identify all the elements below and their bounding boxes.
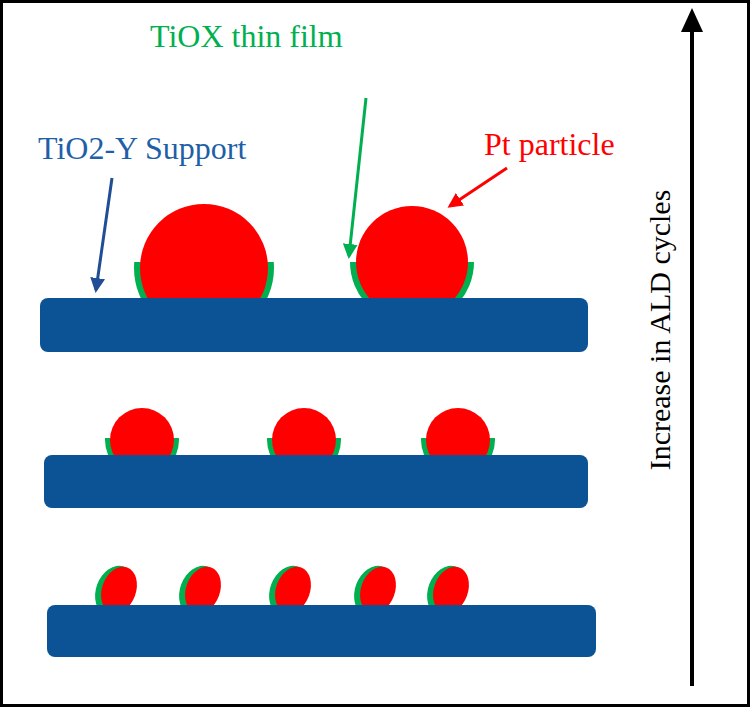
leader-arrow <box>349 98 366 256</box>
arrow-head <box>681 8 703 32</box>
support-label: TiO2-Y Support <box>38 132 246 164</box>
leader-arrow <box>450 168 507 206</box>
film-label: TiOX thin film <box>150 20 343 52</box>
leader-arrow <box>96 178 112 290</box>
tiox-film <box>350 262 474 302</box>
support-bar <box>44 455 588 508</box>
cycle-arrow <box>690 28 694 686</box>
axis-label: Increase in ALD cycles <box>645 190 675 471</box>
support-bar <box>40 298 588 352</box>
particle-label: Pt particle <box>484 128 615 160</box>
support-bar <box>47 605 596 657</box>
tiox-film <box>134 262 274 302</box>
